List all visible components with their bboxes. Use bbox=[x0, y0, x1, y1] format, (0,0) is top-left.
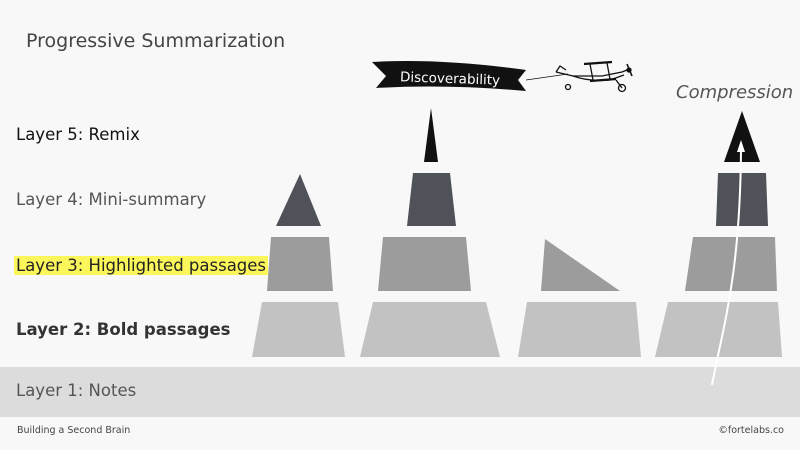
pyramid-2-layer-3 bbox=[378, 237, 471, 291]
pyramid-4-layer-5 bbox=[724, 111, 760, 162]
layer-4-label: Layer 4: Mini-summary bbox=[16, 190, 207, 209]
banner-text: Discoverability bbox=[400, 69, 501, 88]
pyramid-1-layer-4 bbox=[276, 174, 321, 226]
notes-layer-band bbox=[0, 367, 800, 417]
pyramid-2 bbox=[360, 108, 500, 357]
layer-2-label: Layer 2: Bold passages bbox=[16, 320, 231, 339]
footer-right-text: ©fortelabs.co bbox=[718, 425, 784, 436]
pyramid-2-layer-5 bbox=[424, 108, 438, 162]
pyramid-4-layer-4 bbox=[716, 173, 768, 226]
biplane-icon bbox=[555, 60, 633, 93]
pyramid-3-layer-2 bbox=[518, 302, 641, 357]
pyramid-2-layer-4 bbox=[407, 173, 456, 226]
compression-arrowhead bbox=[737, 140, 745, 152]
layer-5-label: Layer 5: Remix bbox=[16, 125, 140, 144]
pyramid-1-layer-2 bbox=[252, 302, 345, 357]
tow-line bbox=[525, 73, 569, 81]
banner-shape bbox=[372, 61, 526, 91]
pyramid-4-layer-2 bbox=[655, 302, 782, 357]
page-title: Progressive Summarization bbox=[26, 30, 286, 52]
discoverability-banner: Discoverability bbox=[372, 61, 569, 91]
pyramid-4 bbox=[655, 111, 782, 386]
compression-arrow bbox=[711, 149, 742, 386]
compression-label: Compression bbox=[676, 82, 794, 103]
layer-3-label: Layer 3: Highlighted passages bbox=[14, 256, 269, 275]
pyramid-1-layer-3 bbox=[267, 237, 333, 291]
layer-1-label: Layer 1: Notes bbox=[16, 381, 137, 400]
pyramid-3 bbox=[518, 239, 641, 357]
pyramid-2-layer-2 bbox=[360, 302, 500, 357]
pyramid-4-layer-3 bbox=[685, 237, 777, 291]
footer-left-text: Building a Second Brain bbox=[17, 425, 131, 436]
pyramid-1 bbox=[252, 174, 345, 357]
pyramid-3-layer-3 bbox=[541, 239, 620, 291]
